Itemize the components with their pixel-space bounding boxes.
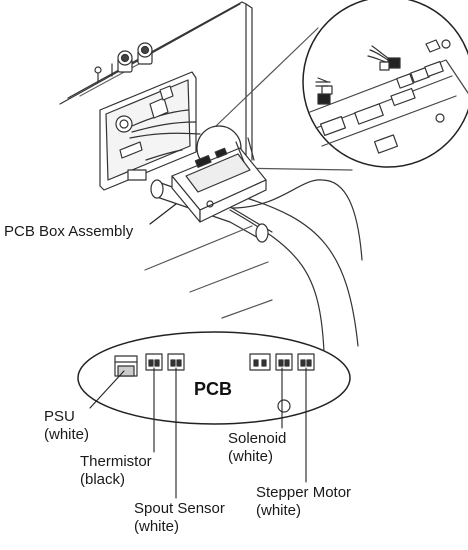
detail-magnifier: [215, 0, 468, 171]
pcb-label: PCB: [194, 379, 233, 399]
stepper-motor-connector: [297, 353, 315, 371]
unlabeled-connector: [249, 353, 271, 371]
solenoid-label: Solenoid: [228, 430, 287, 447]
psu-connector: [114, 355, 138, 377]
leader-lines: [89, 367, 307, 499]
stepper-motor-label: Stepper Motor: [256, 484, 352, 501]
spout-sensor-label: Spout Sensor: [134, 500, 225, 517]
spout-sensor-color-label: (white): [134, 518, 180, 535]
detail-connector-1: [315, 77, 333, 105]
control-knobs: [94, 42, 153, 83]
pcb-box-assembly-drawing: [150, 137, 363, 353]
pcb-board: [77, 331, 351, 425]
psu-color-label: (white): [44, 426, 90, 443]
spout-sensor-connector: [167, 353, 185, 371]
stepper-motor-color-label: (white): [256, 502, 302, 519]
mounting-hole: [277, 399, 291, 413]
thermistor-connector: [145, 353, 163, 371]
machine-cabinet: [59, 1, 253, 191]
access-port: [99, 71, 201, 191]
detail-connector-2: [367, 45, 401, 71]
thermistor-label: Thermistor: [80, 453, 152, 470]
pcb-box-assembly-label: PCB Box Assembly: [4, 223, 134, 240]
solenoid-connector: [275, 353, 293, 371]
psu-label: PSU: [44, 408, 75, 425]
solenoid-color-label: (white): [228, 448, 274, 465]
thermistor-color-label: (black): [80, 471, 126, 488]
